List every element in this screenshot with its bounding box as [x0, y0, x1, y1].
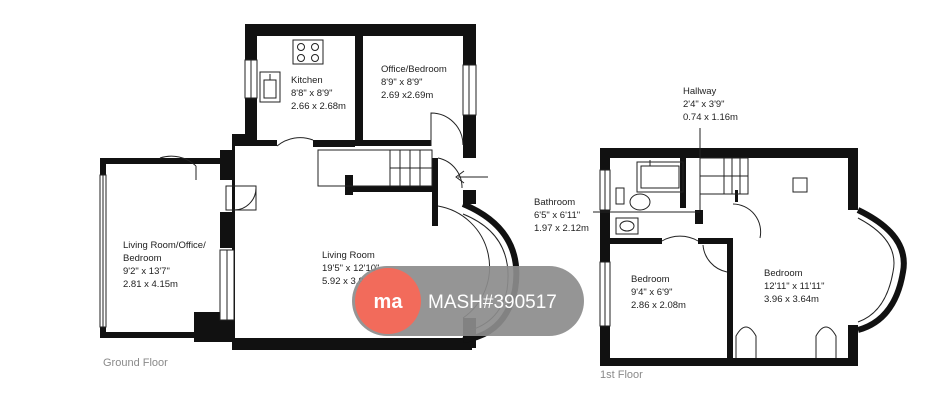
first-floor-details — [593, 128, 907, 358]
room-label-hallway: Hallway 2'4" x 3'9" 0.74 x 1.16m — [683, 86, 738, 123]
room-size-metric: 2.66 x 2.68m — [291, 101, 346, 112]
ground-floor-label: Ground Floor — [103, 357, 168, 369]
room-name: Bedroom — [631, 274, 670, 285]
room-size-metric: 2.86 x 2.08m — [631, 300, 686, 311]
watermark-text: MASH#390517 — [428, 292, 557, 313]
room-size-imperial: 9'2" x 13'7" — [123, 266, 170, 277]
room-label-bedroom-small: Bedroom 9'4" x 6'9" 2.86 x 2.08m — [631, 274, 686, 311]
room-size-imperial: 8'9" x 8'9" — [381, 77, 423, 88]
room-size-imperial: 8'8" x 8'9" — [291, 88, 333, 99]
watermark: ma MASH#390517 — [352, 266, 584, 336]
room-size-metric: 2.69 x2.69m — [381, 90, 433, 101]
room-name: Kitchen — [291, 75, 323, 86]
room-size-imperial: 19'5" x 12'10" — [322, 263, 379, 274]
room-name: Living Room — [322, 250, 375, 261]
room-label-kitchen: Kitchen 8'8" x 8'9" 2.66 x 2.68m — [291, 75, 346, 112]
logo-text: ma — [374, 291, 404, 313]
room-label-bathroom: Bathroom 6'5" x 6'11" 1.97 x 2.12m — [534, 197, 589, 234]
room-label-living-room: Living Room 19'5" x 12'10" 5.92 x 3.93m — [322, 250, 379, 287]
room-label-living-office-bedroom: Living Room/Office/ Bedroom 9'2" x 13'7"… — [123, 240, 206, 290]
first-floor-label: 1st Floor — [600, 369, 643, 381]
logo-badge — [355, 268, 421, 334]
room-size-metric: 3.96 x 3.64m — [764, 294, 819, 305]
room-name: Office/Bedroom — [381, 64, 447, 75]
room-size-imperial: 12'11" x 11'11" — [764, 281, 825, 292]
room-size-imperial: 9'4" x 6'9" — [631, 287, 673, 298]
room-label-bedroom-large: Bedroom 12'11" x 11'11" 3.96 x 3.64m — [764, 268, 825, 305]
room-name: Hallway — [683, 86, 717, 97]
first-floor-plan — [600, 148, 858, 366]
room-size-imperial: 6'5" x 6'11" — [534, 210, 580, 221]
room-size-metric: 1.97 x 2.12m — [534, 223, 589, 234]
room-label-office-bedroom: Office/Bedroom 8'9" x 8'9" 2.69 x2.69m — [381, 64, 447, 101]
room-name-line-2: Bedroom — [123, 253, 162, 264]
room-name-line-1: Living Room/Office/ — [123, 240, 206, 251]
room-name: Bathroom — [534, 197, 575, 208]
room-size-metric: 5.92 x 3.93m — [322, 276, 377, 287]
room-size-metric: 0.74 x 1.16m — [683, 112, 738, 123]
room-name: Bedroom — [764, 268, 803, 279]
room-size-metric: 2.81 x 4.15m — [123, 279, 178, 290]
room-size-imperial: 2'4" x 3'9" — [683, 99, 725, 110]
